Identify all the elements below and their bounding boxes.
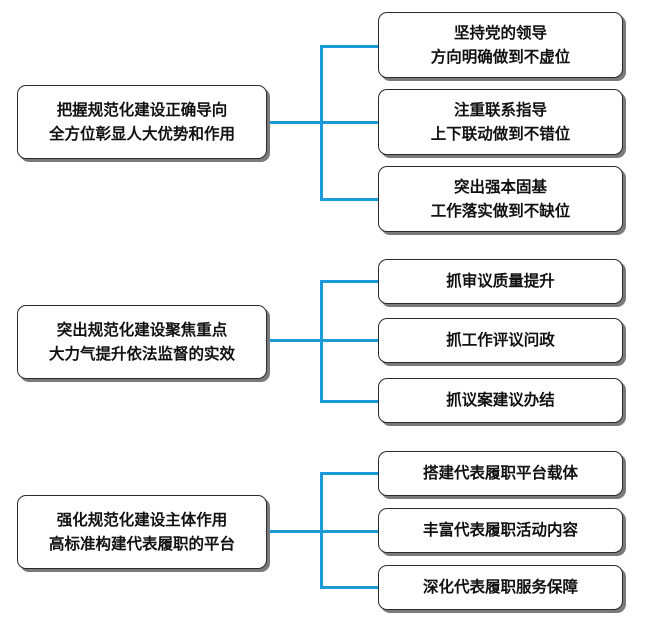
- main-box-2: 突出规范化建设聚焦重点 大力气提升依法监督的实效: [17, 305, 267, 379]
- connector-main-2: [267, 339, 322, 342]
- connector-branch-3-2: [320, 530, 378, 533]
- sub-box-1-3-line-1: 突出强本固基: [453, 177, 547, 196]
- main-box-3: 强化规范化建设主体作用 高标准构建代表履职的平台: [17, 495, 267, 569]
- sub-box-1-1: 坚持党的领导 方向明确做到不虚位: [378, 12, 623, 78]
- connector-branch-1-2: [320, 121, 378, 124]
- main-box-1-line-1: 把握规范化建设正确导向: [56, 100, 228, 119]
- connector-branch-2-3: [320, 400, 378, 403]
- sub-box-3-3: 深化代表履职服务保障: [378, 565, 623, 610]
- sub-box-1-2: 注重联系指导 上下联动做到不错位: [378, 89, 623, 155]
- connector-branch-2-2: [320, 339, 378, 342]
- sub-box-1-3: 突出强本固基 工作落实做到不缺位: [378, 166, 623, 232]
- sub-box-2-3: 抓议案建议办结: [378, 378, 623, 423]
- sub-box-2-2: 抓工作评议问政: [378, 318, 623, 363]
- connector-branch-1-3: [320, 198, 378, 201]
- sub-box-2-3-label: 抓议案建议办结: [446, 391, 555, 410]
- connector-branch-3-3: [320, 586, 378, 589]
- sub-box-1-2-line-2: 上下联动做到不错位: [430, 125, 571, 143]
- main-box-2-line-2: 大力气提升依法监督的实效: [48, 345, 235, 363]
- sub-box-1-1-line-1: 坚持党的领导: [453, 23, 547, 42]
- sub-box-3-2: 丰富代表履职活动内容: [378, 508, 623, 553]
- main-box-3-line-1: 强化规范化建设主体作用: [56, 510, 228, 529]
- sub-box-1-2-line-1: 注重联系指导: [453, 100, 547, 119]
- sub-box-3-2-label: 丰富代表履职活动内容: [422, 521, 578, 540]
- connector-main-1: [267, 121, 322, 124]
- sub-box-2-2-label: 抓工作评议问政: [446, 331, 555, 350]
- sub-box-3-1: 搭建代表履职平台载体: [378, 451, 623, 496]
- connector-branch-2-1: [320, 280, 378, 283]
- sub-box-3-3-label: 深化代表履职服务保障: [422, 578, 578, 597]
- sub-box-1-1-line-2: 方向明确做到不虚位: [430, 48, 571, 66]
- sub-box-2-1-label: 抓审议质量提升: [446, 272, 555, 291]
- sub-box-3-1-label: 搭建代表履职平台载体: [422, 464, 578, 483]
- connector-branch-1-1: [320, 45, 378, 48]
- connector-main-3: [267, 530, 322, 533]
- sub-box-2-1: 抓审议质量提升: [378, 259, 623, 304]
- connector-branch-3-1: [320, 472, 378, 475]
- main-box-1-line-2: 全方位彰显人大优势和作用: [48, 125, 235, 143]
- sub-box-1-3-line-2: 工作落实做到不缺位: [430, 202, 571, 220]
- main-box-2-line-1: 突出规范化建设聚焦重点: [56, 320, 228, 339]
- main-box-1: 把握规范化建设正确导向 全方位彰显人大优势和作用: [17, 85, 267, 159]
- main-box-3-line-2: 高标准构建代表履职的平台: [48, 535, 235, 553]
